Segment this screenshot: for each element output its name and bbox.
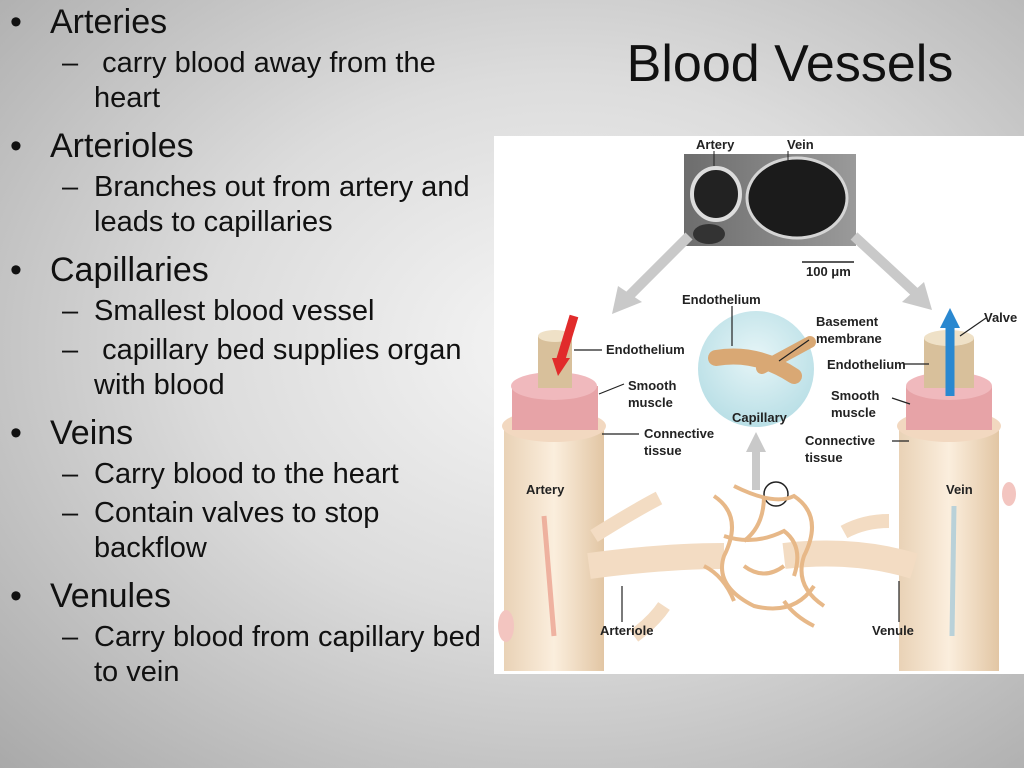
sub-bullet: –Branches out from artery and leads to c… [10,170,490,240]
label-venule: Venule [872,623,914,638]
label-connective-right-1: Connective [805,433,875,448]
bullet-arterioles: • Arterioles [10,126,490,166]
slide-title: Blood Vessels [626,35,954,93]
sub-bullet-text: Branches out from artery and leads to ca… [94,171,478,238]
sub-bullet: –Smallest blood vessel [10,294,490,329]
sub-bullet-text: capillary bed supplies organ with blood [94,334,470,401]
label-endothelium-left: Endothelium [606,342,685,357]
label-endothelium-right: Endothelium [827,357,906,372]
label-artery: Artery [526,482,565,497]
sub-bullet-dash: – [62,334,79,366]
bullet-label: Veins [50,414,134,452]
bullet-veins: • Veins [10,413,490,453]
capillary-bed [703,484,826,628]
bullet-arteries: • Arteries [10,2,490,42]
sub-bullet: – capillary bed supplies organ with bloo… [10,333,490,403]
label-connective-left-1: Connective [644,426,714,441]
bullet-dot: • [10,3,22,41]
label-valve: Valve [984,310,1017,325]
label-arteriole: Arteriole [600,623,653,638]
sub-bullet: –Carry blood from capillary bed to vein [10,620,490,690]
sub-bullet: –Contain valves to stop backflow [10,496,490,566]
sub-bullet-dash: – [62,621,79,653]
blood-vessel-diagram: Artery Vein 100 μm [494,136,1024,674]
label-smooth-muscle-right-2: muscle [831,405,876,420]
bullet-list: • Arteries – carry blood away from the hea… [10,2,490,690]
label-smooth-muscle-left-1: Smooth [628,378,676,393]
sub-bullet-text: carry blood away from the heart [94,47,444,114]
label-connective-right-2: tissue [805,450,843,465]
bullet-label: Capillaries [50,251,209,289]
sub-bullet-text: Carry blood from capillary bed to vein [94,621,489,688]
bullet-label: Arteries [50,3,168,41]
bullet-dot: • [10,414,22,452]
sub-bullet: – carry blood away from the heart [10,46,490,116]
bullet-dot: • [10,577,22,615]
bullet-venules: • Venules [10,576,490,616]
label-basement-membrane-1: Basement [816,314,879,329]
label-smooth-muscle-left-2: muscle [628,395,673,410]
sub-bullet-text: Contain valves to stop backflow [94,497,388,564]
label-connective-left-2: tissue [644,443,682,458]
sub-bullet-text: Carry blood to the heart [94,458,399,490]
label-smooth-muscle-right-1: Smooth [831,388,879,403]
micrograph [684,154,856,246]
label-basement-membrane-2: membrane [816,331,882,346]
bullet-label: Arterioles [50,127,194,165]
sub-bullet: –Carry blood to the heart [10,457,490,492]
bullet-label: Venules [50,577,171,615]
sub-bullet-dash: – [62,295,79,327]
sub-bullet-dash: – [62,497,79,529]
label-capillary: Capillary [732,410,788,425]
bullet-dot: • [10,127,22,165]
sub-bullet-dash: – [62,171,79,203]
bullet-capillaries: • Capillaries [10,250,490,290]
sub-bullet-dash: – [62,47,79,79]
sub-bullet-text: Smallest blood vessel [94,295,375,327]
scale-bar-label: 100 μm [806,264,851,279]
label-vein: Vein [946,482,973,497]
micrograph-vein-label: Vein [787,137,814,152]
micrograph-artery-label: Artery [696,137,735,152]
bullet-dot: • [10,251,22,289]
sub-bullet-dash: – [62,458,79,490]
label-endothelium-top: Endothelium [682,292,761,307]
diagram-svg: Artery Vein 100 μm [498,137,1017,671]
capillary-bubble [698,311,814,427]
